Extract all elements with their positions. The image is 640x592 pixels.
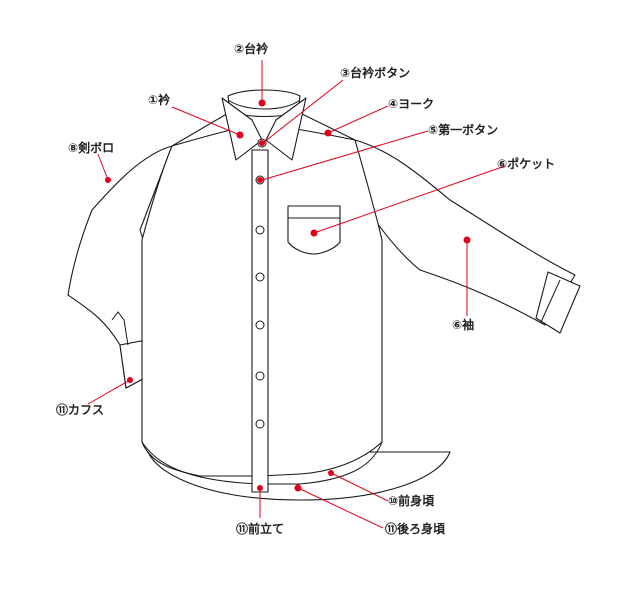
- marker-first-button: [257, 177, 263, 183]
- button: [255, 419, 265, 429]
- marker-pocket: [310, 229, 318, 237]
- button: [255, 225, 265, 235]
- label-sword-placket: ⑧剣ボロ: [68, 141, 115, 155]
- marker-front-placket: [257, 485, 263, 491]
- marker-collar-band-button: [259, 140, 265, 146]
- label-pocket: ⑥ポケット: [497, 157, 556, 171]
- label-yoke: ④ヨーク: [388, 97, 435, 111]
- marker-yoke: [324, 129, 332, 137]
- button: [255, 272, 265, 282]
- label-first-button: ⑤第一ボタン: [428, 123, 499, 137]
- label-sleeve: ⑥袖: [452, 318, 475, 332]
- marker-sword-placket: [105, 177, 111, 183]
- right-cuff: [535, 271, 581, 334]
- right-cuff-seam: [540, 279, 561, 323]
- label-cuffs: ⑪カフス: [56, 403, 105, 417]
- leader-pocket: [313, 165, 506, 234]
- marker-front-body: [328, 470, 334, 476]
- right-sleeve: [354, 139, 576, 326]
- button: [255, 371, 265, 381]
- leader-collar: [171, 106, 241, 136]
- leader-front-body: [330, 472, 389, 502]
- label-front-placket: ⑪前立て: [236, 522, 285, 536]
- label-back-body: ⑪後ろ身頃: [385, 522, 446, 536]
- label-collar-band-button: ③台衿ボタン: [340, 66, 411, 80]
- leader-first-button: [261, 130, 429, 181]
- marker-collar: [236, 131, 244, 139]
- collar-right: [265, 97, 307, 161]
- marker-sleeve: [463, 236, 471, 244]
- leader-collar-band-button: [262, 79, 344, 144]
- leader-cuffs: [87, 379, 131, 405]
- leader-yoke: [329, 105, 389, 133]
- button: [255, 320, 265, 330]
- sword-placket: [111, 311, 129, 346]
- leader-sword-placket: [97, 153, 109, 181]
- marker-back-body: [294, 484, 302, 492]
- marker-collar-band: [258, 99, 266, 107]
- leader-back-body: [297, 487, 384, 529]
- label-collar: ①衿: [148, 93, 171, 107]
- label-collar-band: ②台衿: [234, 42, 269, 56]
- label-front-body: ⑩前身頃: [388, 494, 435, 508]
- marker-cuffs: [127, 377, 133, 383]
